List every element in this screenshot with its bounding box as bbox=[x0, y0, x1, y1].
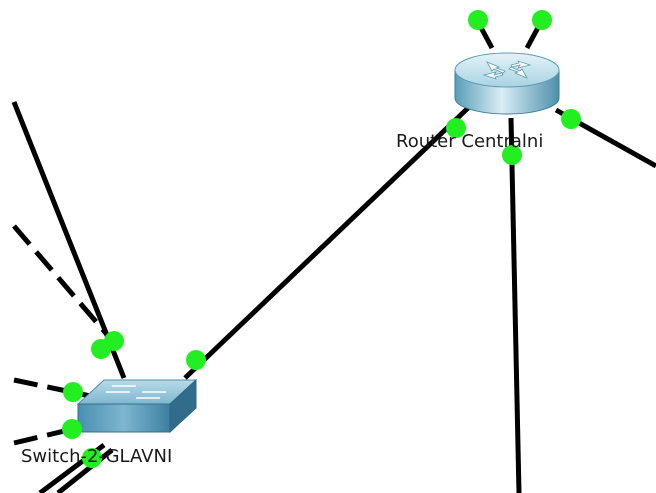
port-light bbox=[446, 118, 466, 138]
router-label[interactable]: Router Centralni bbox=[396, 131, 544, 152]
links bbox=[11, 20, 656, 493]
port-light bbox=[82, 448, 102, 468]
port-light bbox=[502, 145, 522, 165]
switch-upper-left-dashed-link[interactable] bbox=[12, 224, 118, 347]
port-light bbox=[561, 109, 581, 129]
switch-left-dashed-link[interactable] bbox=[13, 377, 101, 401]
port-light bbox=[186, 350, 206, 370]
switch-label[interactable]: Switch-2-GLAVNI bbox=[21, 446, 173, 467]
router-icon[interactable] bbox=[454, 52, 560, 115]
router-down-link[interactable] bbox=[508, 117, 522, 493]
port-light bbox=[63, 382, 83, 402]
port-light bbox=[468, 10, 488, 30]
switch-bottom-link-2[interactable] bbox=[56, 448, 114, 493]
port-light bbox=[532, 10, 552, 30]
port-light bbox=[62, 419, 82, 439]
port-light bbox=[91, 339, 111, 359]
port-lights bbox=[62, 10, 581, 468]
switch-icon[interactable] bbox=[76, 378, 198, 434]
router-switch-link[interactable] bbox=[183, 106, 470, 380]
